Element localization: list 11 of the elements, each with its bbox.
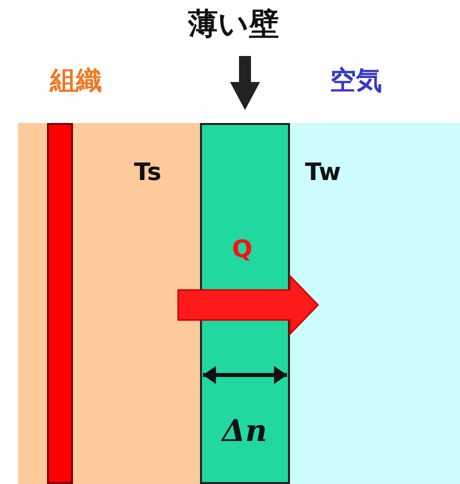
region-heading: 空気 <box>330 68 382 94</box>
block-arrow <box>177 274 320 336</box>
temperature-label: Tw <box>305 160 341 184</box>
region-heading: 組織 <box>50 68 102 94</box>
heat-flow-label: Q <box>232 237 252 261</box>
wall-label: 薄い壁 <box>188 10 279 40</box>
block-arrow <box>230 56 260 110</box>
thickness-label: Δn <box>222 417 268 447</box>
wall-band <box>200 123 290 484</box>
temperature-label: Ts <box>134 160 162 184</box>
tube-bar <box>47 123 73 484</box>
